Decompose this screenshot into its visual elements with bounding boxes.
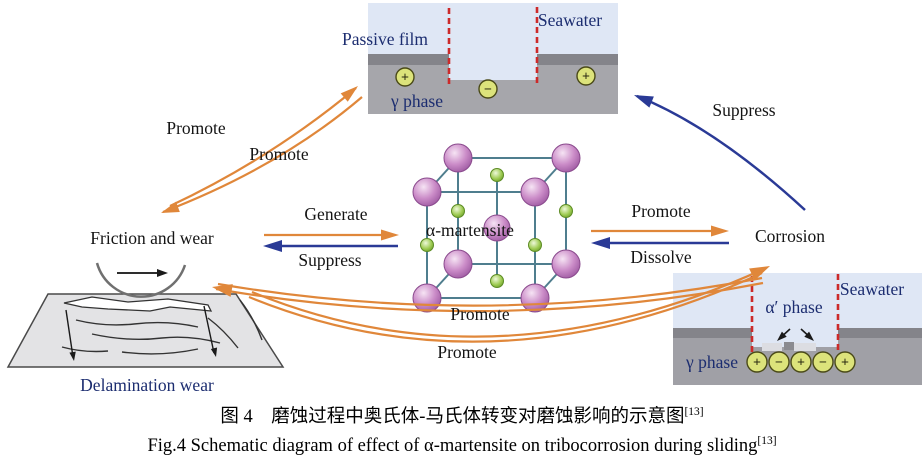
dissolve-label: Dissolve — [630, 247, 691, 267]
svg-text:+: + — [401, 71, 409, 86]
arrow-generate — [264, 229, 399, 241]
dissolution-recess — [752, 330, 838, 347]
svg-text:−: − — [484, 83, 492, 98]
friction-wear-schematic: Delamination wear — [6, 262, 285, 395]
svg-text:−: − — [819, 356, 827, 371]
seawater-region — [368, 3, 618, 54]
charge-ion-plus-left: + — [395, 67, 415, 87]
caption-chinese-text: 图 4 磨蚀过程中奥氏体-马氏体转变对磨蚀影响的示意图 — [220, 407, 685, 428]
svg-text:+: + — [797, 356, 805, 371]
seawater-label-br: Seawater — [840, 279, 904, 299]
seawater-region-br — [673, 273, 922, 330]
caption-chinese-ref: [13] — [684, 406, 704, 418]
caption-english-text: Fig.4 Schematic diagram of effect of α-m… — [147, 436, 758, 457]
dissolving-patch-left — [762, 343, 782, 351]
caption-english: Fig.4 Schematic diagram of effect of α-m… — [0, 428, 924, 459]
generate-label: Generate — [304, 204, 367, 224]
charge-ion-plus-right: + — [576, 66, 596, 86]
residual-film-nub — [784, 342, 794, 350]
seawater-label-top: Seawater — [538, 10, 602, 30]
arrow-film-to-wear — [161, 96, 363, 214]
delamination-wear-label: Delamination wear — [80, 375, 214, 395]
arrow-wear-to-corrosion — [248, 266, 770, 343]
alpha-prime-phase-label: α′ phase — [765, 297, 822, 317]
arrow-suppress-martensite — [263, 240, 398, 252]
passive-film-layer-br-left — [673, 328, 752, 338]
sliding-ball — [95, 262, 187, 298]
crack-lines — [61, 299, 263, 361]
promote-film-wear-label: Promote — [249, 144, 309, 164]
passive-film-layer-left — [368, 54, 449, 65]
arrow-wear-to-film — [169, 86, 358, 207]
svg-text:+: + — [582, 70, 590, 85]
promote-wear-film-label: Promote — [166, 118, 226, 138]
arrow-promote-corrosion — [591, 225, 729, 237]
suppress-martensite-label: Suppress — [298, 250, 361, 270]
passive-film-panel: + − + Passive film Seawater γ phase — [342, 3, 618, 114]
arrow-dissolve — [591, 237, 729, 249]
svg-text:+: + — [841, 356, 849, 371]
dissolving-patch-right — [794, 343, 816, 351]
svg-text:−: − — [775, 356, 783, 371]
charge-ion-minus-center: − — [478, 79, 498, 99]
sliding-direction-arrow — [117, 269, 168, 277]
gamma-phase-label-top: γ phase — [390, 91, 443, 111]
corrosion-node-label: Corrosion — [755, 226, 825, 246]
gamma-phase-label-br: γ phase — [685, 352, 738, 372]
martensite-label: α-martensite — [426, 220, 514, 240]
corrosion-panel: + − + − + Seawater α′ phase γ phase — [673, 273, 922, 385]
interstitial-atoms — [420, 168, 573, 288]
martensite-crystal: α-martensite — [412, 143, 581, 313]
passive-film-layer-br-right — [838, 328, 922, 338]
caption-english-ref: [13] — [757, 435, 777, 447]
friction-wear-node-label: Friction and wear — [90, 228, 214, 248]
dissolution-arrows — [777, 328, 814, 341]
arrow-corrosion-to-wear — [212, 276, 764, 313]
caption-chinese: 图 4 磨蚀过程中奥氏体-马氏体转变对磨蚀影响的示意图[13] — [0, 399, 924, 430]
passive-film-label: Passive film — [342, 29, 428, 49]
wear-track-recess — [449, 54, 537, 80]
suppress-corrosion-film-label: Suppress — [712, 100, 775, 120]
passive-film-layer-right — [537, 54, 618, 65]
promote-corrosion-label: Promote — [631, 201, 691, 221]
promote-corrosion-wear-label: Promote — [450, 304, 510, 324]
delaminated-flake — [63, 296, 213, 312]
svg-text:+: + — [753, 356, 761, 371]
arrow-suppress-corrosion-to-film — [634, 94, 806, 211]
charge-ion-row: + − + − + — [746, 351, 856, 373]
promote-wear-corrosion-label: Promote — [437, 342, 497, 362]
